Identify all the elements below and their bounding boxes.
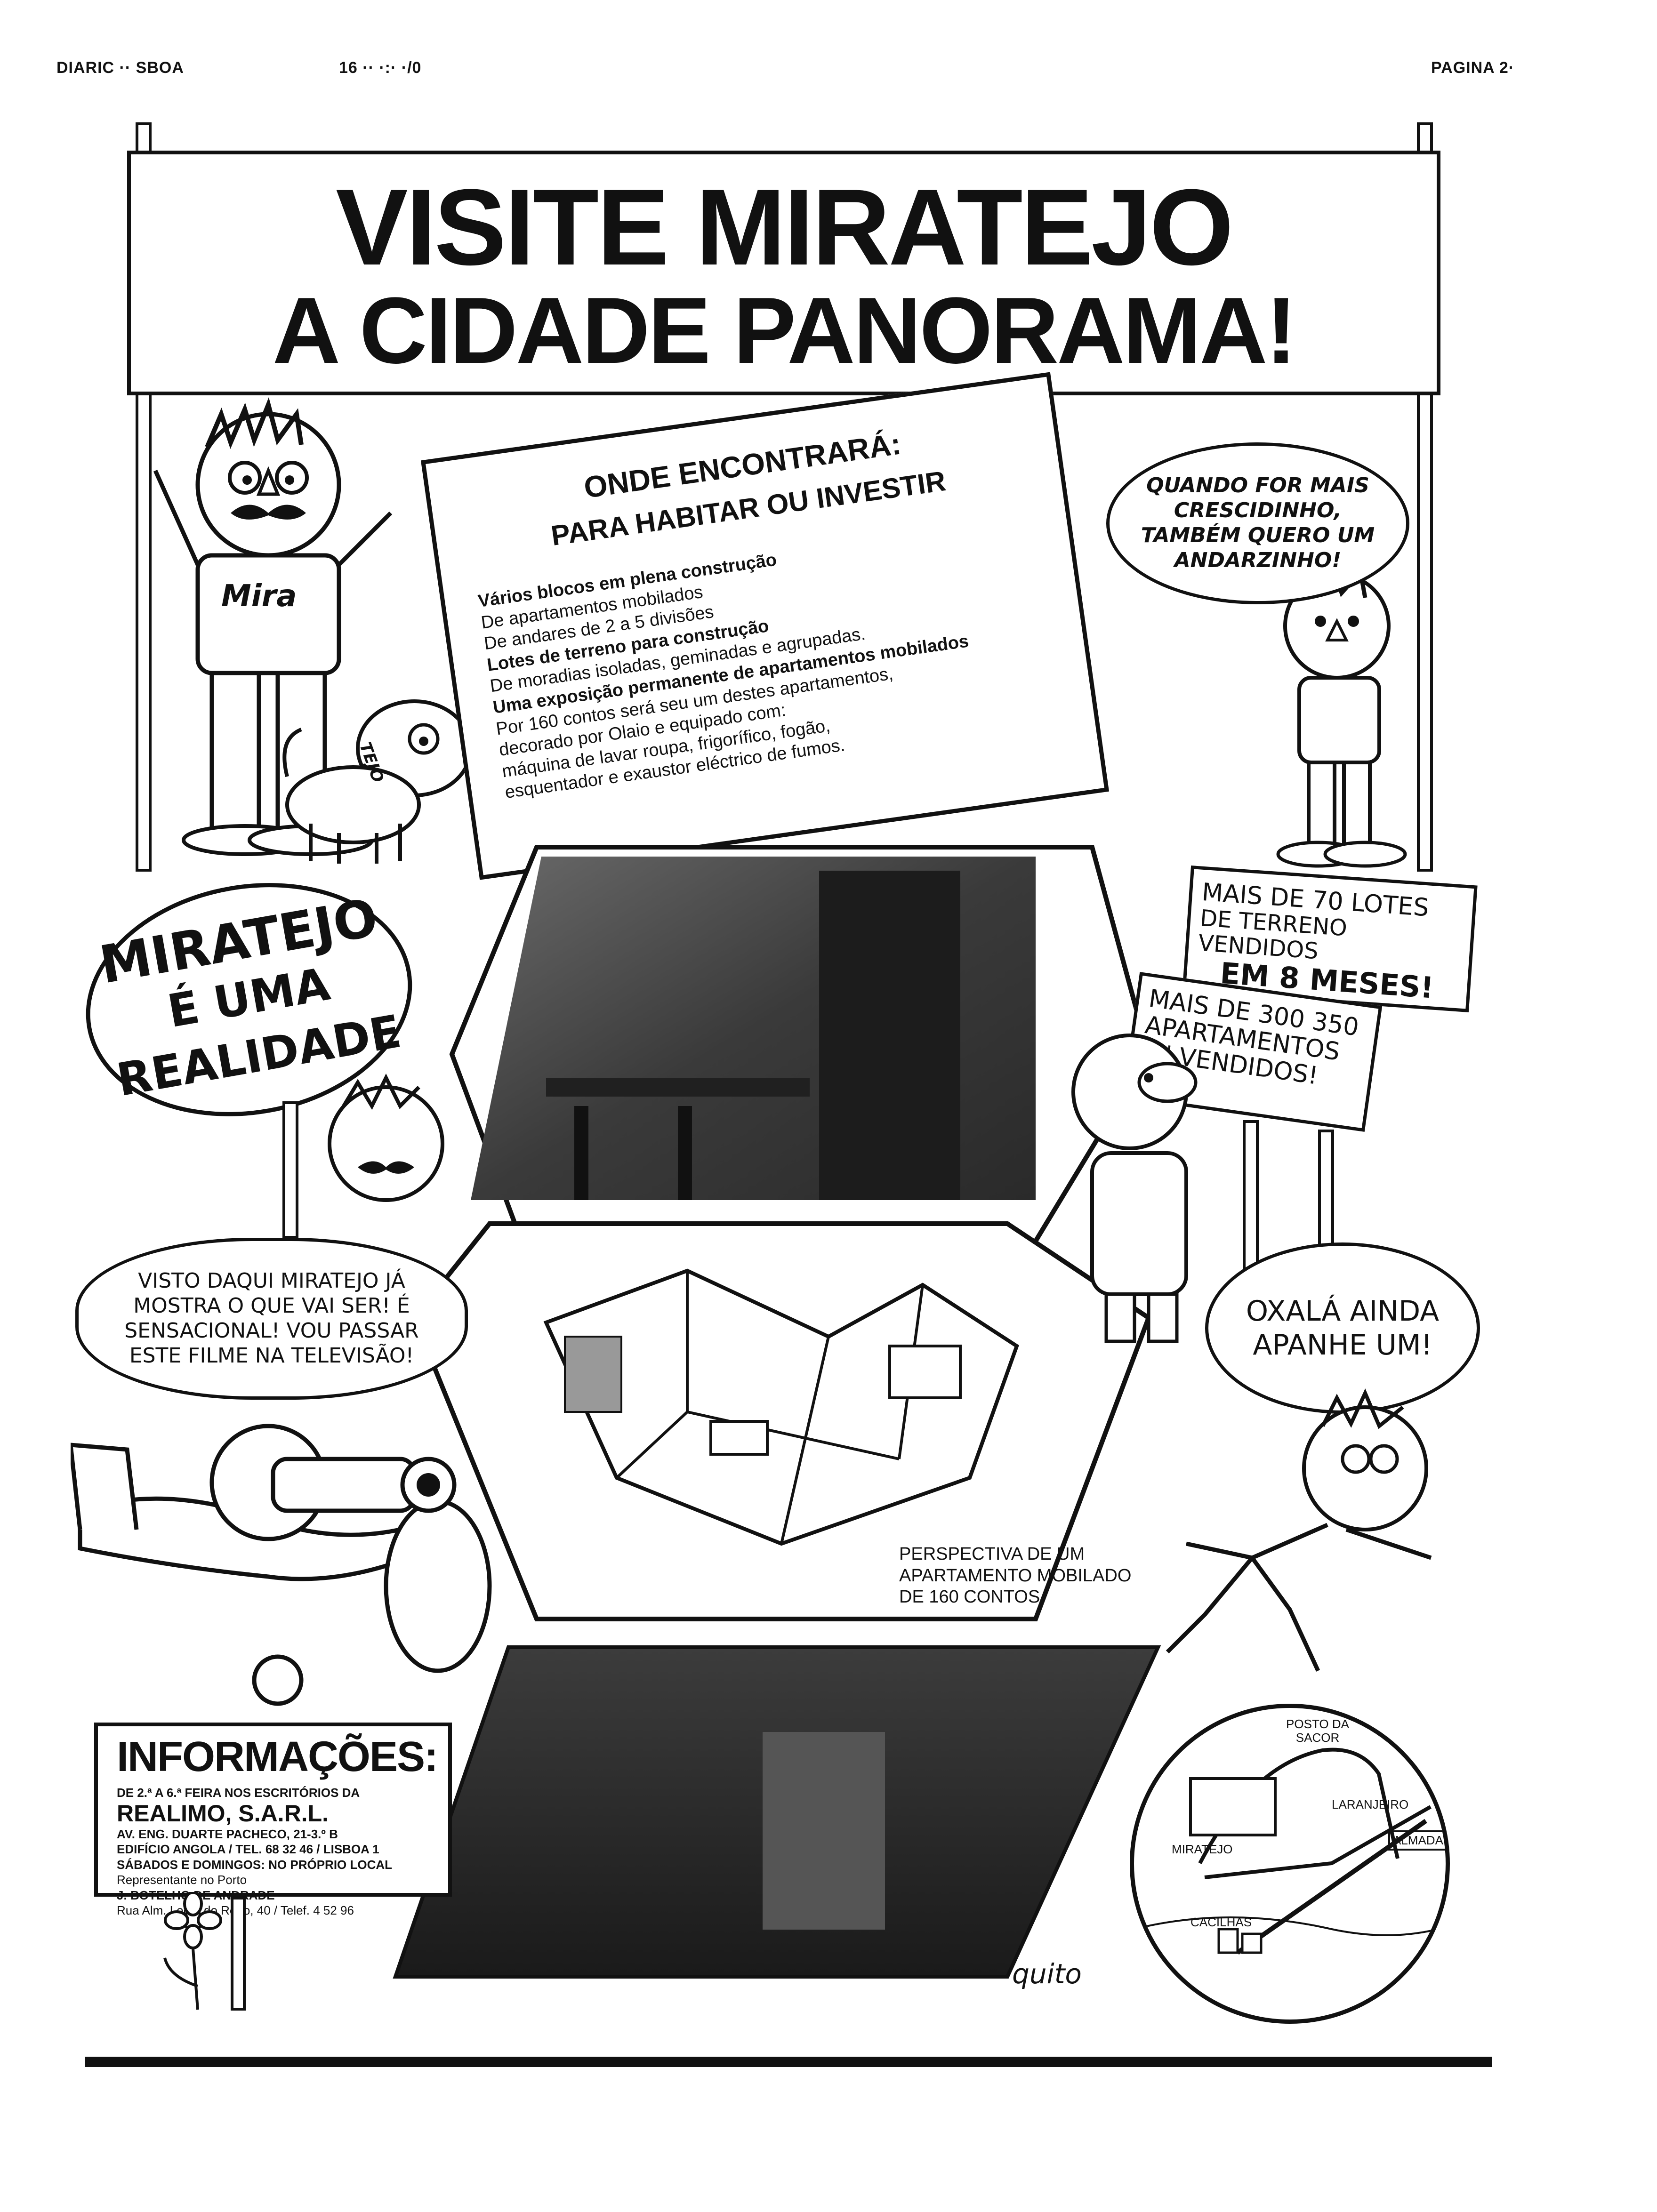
map-label-posto: POSTO DA SACOR	[1286, 1717, 1349, 1745]
runner-speech-text: OXALÁ AINDA APANHE UM!	[1246, 1295, 1440, 1362]
info-board: ONDE ENCONTRARÁ: PARA HABITAR OU INVESTI…	[420, 372, 1110, 880]
map-label-miratejo: MIRATEJO	[1172, 1842, 1233, 1856]
child-speech-bubble: QUANDO FOR MAIS CRESCIDINHO, TAMBÉM QUER…	[1106, 442, 1409, 604]
informacoes-panel: INFORMAÇÕES: DE 2.ª A 6.ª FEIRA NOS ESCR…	[94, 1723, 452, 1917]
informacoes-company: REALIMO, S.A.R.L.	[117, 1800, 329, 1827]
perspective-caption-line3: DE 160 CONTOS	[899, 1587, 1040, 1607]
map-label-almada: ALMADA	[1388, 1830, 1446, 1851]
map-roads	[1134, 1747, 1446, 1955]
runner-speech-bubble: OXALÁ AINDA APANHE UM!	[1205, 1242, 1480, 1414]
apartment-perspective	[411, 1221, 1152, 1621]
bottom-rule	[85, 2057, 1492, 2067]
location-map: POSTO DA SACOR LARANJEIRO ALMADA MIRATEJ…	[1130, 1704, 1450, 2024]
plane-cameraman-drawing	[71, 1424, 492, 1706]
informacoes-line: EDIFÍCIO ANGOLA / TEL. 68 32 46 / LISBOA…	[117, 1842, 379, 1856]
artist-signature: quito	[1012, 1958, 1082, 1990]
flower-drawing	[163, 1892, 222, 2010]
child-speech-text: QUANDO FOR MAIS CRESCIDINHO, TAMBÉM QUER…	[1141, 473, 1375, 572]
sign-holder-character	[328, 1074, 444, 1202]
thinking-man-character	[1071, 1034, 1198, 1343]
banner-title-line2: A CIDADE PANORAMA!	[272, 278, 1297, 383]
perspective-caption-line1: PERSPECTIVA DE UM	[899, 1544, 1085, 1564]
informacoes-sign-pole	[231, 1897, 246, 2011]
map-label-cacilhas: CACILHAS	[1190, 1915, 1252, 1929]
plane-speech-text: VISTO DAQUI MIRATEJO JÁ MOSTRA O QUE VAI…	[124, 1269, 419, 1368]
page-number: PAGINA 2·	[1431, 59, 1515, 77]
informacoes-line: SÁBADOS E DOMINGOS: NO PRÓPRIO LOCAL	[117, 1857, 393, 1872]
newspaper-date: 16 ·· ·:· ·/0	[339, 59, 422, 77]
kitchen-photo	[449, 845, 1151, 1259]
plane-speech-bubble: VISTO DAQUI MIRATEJO JÁ MOSTRA O QUE VAI…	[75, 1238, 468, 1400]
building-photo	[393, 1645, 1161, 1979]
banner-title-line1: VISITE MIRATEJO	[336, 167, 1234, 288]
informacoes-title: INFORMAÇÕES:	[117, 1733, 438, 1780]
running-man-character	[1166, 1388, 1432, 1672]
banner: VISITE MIRATEJO A CIDADE PANORAMA!	[127, 151, 1440, 395]
map-label-laranjeiro: LARANJEIRO	[1332, 1797, 1409, 1811]
perspective-caption-line2: APARTAMENTO MOBILADO	[899, 1565, 1132, 1586]
mira-shirt-label: Mira	[221, 579, 297, 614]
informacoes-line: Representante no Porto	[117, 1873, 247, 1887]
child-character	[1276, 565, 1407, 868]
dog-character	[282, 699, 473, 864]
newspaper-name: DIARIC ·· SBOA	[56, 59, 184, 77]
reality-sign-pole	[282, 1101, 298, 1239]
perspective-caption: PERSPECTIVA DE UM APARTAMENTO MOBILADO D…	[899, 1544, 1131, 1608]
informacoes-line: DE 2.ª A 6.ª FEIRA NOS ESCRITÓRIOS DA	[117, 1786, 360, 1800]
informacoes-line: AV. ENG. DUARTE PACHECO, 21-3.º B	[117, 1827, 338, 1841]
